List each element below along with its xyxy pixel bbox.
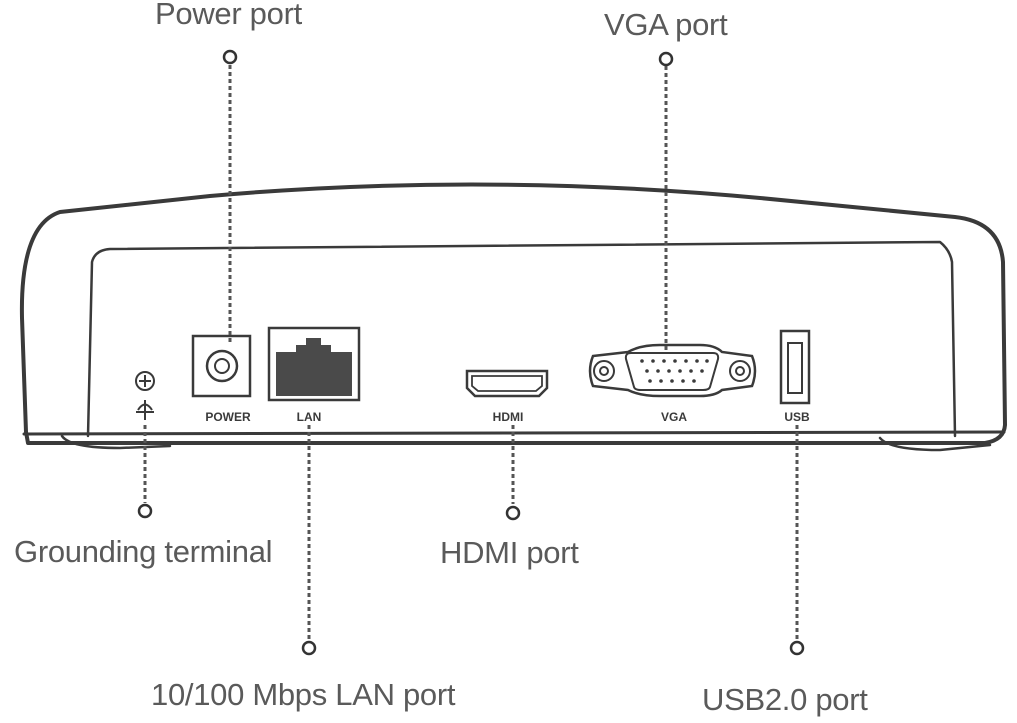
usb-port — [779, 329, 811, 405]
left-foot — [60, 434, 172, 450]
ground-symbol-icon — [136, 400, 154, 420]
vga-port — [588, 343, 757, 398]
lan-port-callout: 10/100 Mbps LAN port — [151, 677, 456, 712]
vga-port-panel-label: VGA — [661, 410, 687, 424]
leader-endpoints — [137, 49, 805, 656]
grounding-terminal-callout: Grounding terminal — [14, 534, 273, 569]
lan-leader-dot — [301, 640, 317, 656]
right-foot — [878, 436, 992, 452]
hdmi-port-panel-label: HDMI — [493, 410, 524, 424]
usb-leader-dot — [789, 640, 805, 656]
power-port-panel-label: POWER — [205, 410, 251, 424]
hdmi-leader-dot — [505, 505, 521, 521]
grounding-leader-dot — [137, 503, 153, 519]
power-port — [191, 334, 252, 398]
grounding-screw-icon — [135, 371, 155, 391]
device-body — [19, 182, 1007, 452]
usb-port-panel-label: USB — [784, 410, 810, 424]
usb-port-callout: USB2.0 port — [702, 682, 868, 717]
power-leader-dot — [222, 49, 238, 65]
vga-leader-dot — [658, 51, 674, 67]
hdmi-port — [465, 369, 549, 398]
device-top-outline — [19, 182, 1007, 445]
hdmi-port-callout: HDMI port — [440, 535, 579, 570]
vga-port-callout: VGA port — [604, 7, 728, 42]
lan-port — [267, 326, 361, 402]
lan-port-panel-label: LAN — [297, 410, 322, 424]
power-port-callout: Power port — [155, 0, 302, 31]
leader-lines — [143, 65, 799, 640]
device-back-panel — [86, 240, 957, 438]
